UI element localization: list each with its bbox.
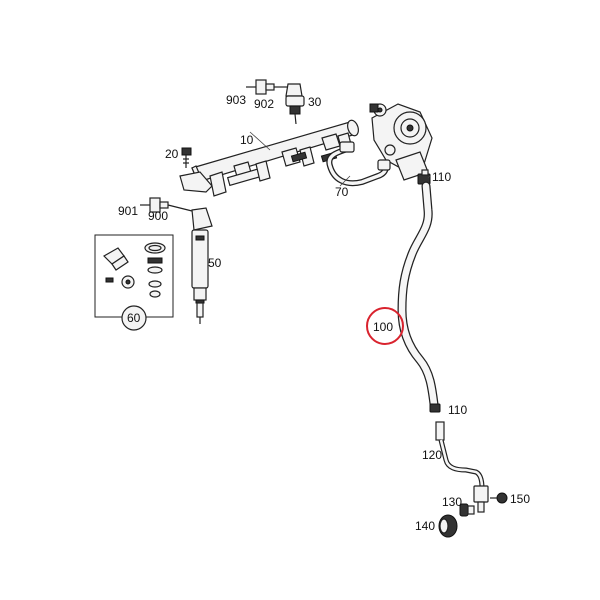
callout-902: 902	[254, 97, 274, 111]
callout-60: 60	[127, 311, 141, 325]
pressure-sensor-30[interactable]	[285, 83, 305, 125]
callout-120: 120	[422, 448, 442, 462]
fuel-injector-50[interactable]	[191, 207, 213, 324]
high-pressure-line-70[interactable]	[326, 141, 391, 187]
callout-30: 30	[308, 95, 322, 109]
callout-70: 70	[335, 185, 349, 199]
callout-903: 903	[226, 93, 246, 107]
callout-10: 10	[240, 133, 254, 147]
callout-130: 130	[442, 495, 462, 509]
callout-100: 100	[373, 320, 393, 334]
leader-lines	[249, 131, 431, 187]
hose-clamp-110-top[interactable]	[417, 169, 431, 185]
callout-901: 901	[118, 204, 138, 218]
callout-140: 140	[415, 519, 435, 533]
fuel-line-120[interactable]	[435, 421, 489, 513]
highlight-circle	[366, 307, 404, 345]
fuel-hose-100[interactable]	[397, 181, 439, 409]
fuel-filter-140[interactable]	[438, 514, 458, 538]
callout-900: 900	[148, 209, 168, 223]
seal-kit-60[interactable]	[94, 234, 174, 331]
hose-clamp-110-bottom[interactable]	[429, 403, 441, 413]
callout-110-top: 110	[432, 170, 451, 184]
fitting-130[interactable]	[459, 503, 475, 517]
connector-900[interactable]	[140, 197, 197, 213]
callout-150: 150	[510, 492, 530, 506]
connector-902[interactable]	[246, 79, 288, 95]
callout-110-bottom: 110	[448, 403, 467, 417]
callout-50: 50	[208, 256, 222, 270]
callout-20: 20	[165, 147, 179, 161]
bolt-20[interactable]	[181, 147, 192, 168]
fuel-rail-10[interactable]	[179, 119, 360, 197]
high-pressure-pump[interactable]	[369, 103, 433, 181]
screw-150[interactable]	[490, 492, 508, 504]
